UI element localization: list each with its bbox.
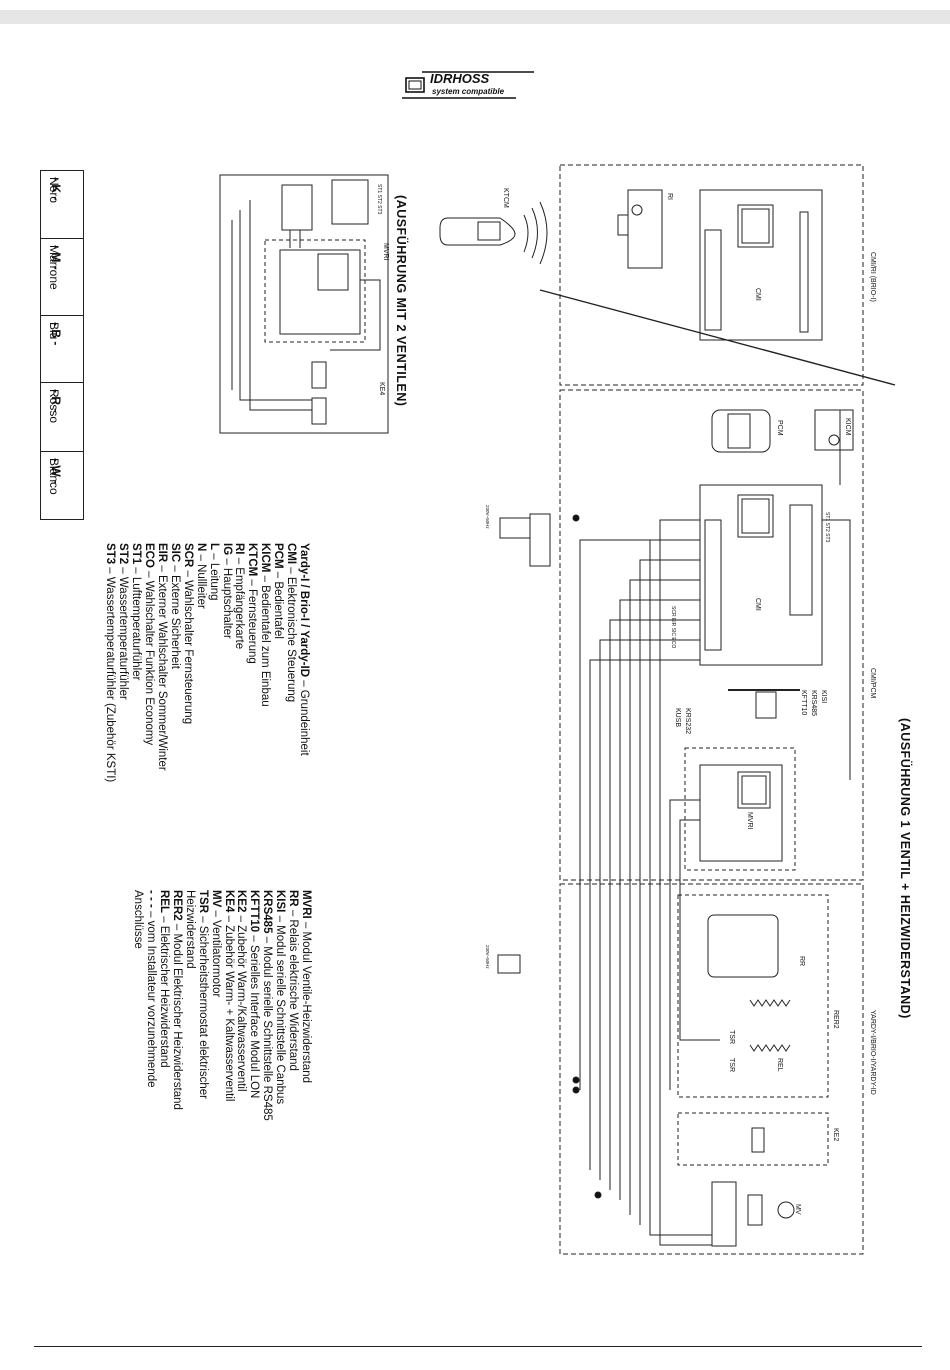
label-st-group-inset: ST1 ST2 ST3 [376,184,382,215]
two-valve-title: (AUSFÜHRUNG MIT 2 VENTILEN) [394,195,408,407]
legend-item: ST3 – Wassertemperaturfühler (Zubehör KS… [104,543,117,783]
bottom-rule [34,1346,922,1347]
label-cmi-top: CMI [754,288,761,301]
label-cmi-pcm: CMI/PCM [869,668,876,699]
legend-item: L – Leitung [207,543,220,601]
wire-color-cell: - K - Nero [41,171,83,239]
legend-item: ECO – Wahlschalter Funktion Economy [143,543,156,746]
rer2-frame [677,894,829,1098]
mv-terminal-block [711,1181,737,1247]
wire-color-name: Nero [47,177,61,204]
label-switch-group: SCR EIR SIC ECO [670,606,676,648]
wire-color-name: Marrone [47,245,61,290]
wire-color-table: - K - Nero - M - Marrone - B - Blu - R -… [40,170,84,520]
label-kusb: KUSB [674,708,681,727]
label-supply-2: 230V~50Hz [485,945,490,969]
label-mv: MV [794,1204,801,1215]
legend-item: Heizwiderstand [183,890,196,969]
legend-right: MVRI – Modul Ventile-Heizwiderstand RR –… [131,890,312,1121]
label-yardy: YARDY-I/BRIO-I/YARDY-ID [869,1010,876,1095]
legend-item: IG – Hauptschalter [220,543,233,639]
cmi-ri-frame [559,164,864,386]
ri-card [627,189,663,269]
legend-item: Yardy-I / Brio-I / Yardy-ID – Grundeinhe… [298,543,310,756]
legend-left: Yardy-I / Brio-I / Yardy-ID – Grundeinhe… [104,543,310,783]
legend-item: Anschlüsse [132,890,145,949]
legend-item: SCR – Wahlschalter Fernsteuerung [181,543,194,725]
label-ke2: KE2 [832,1128,839,1141]
label-kisi: KISI [820,690,827,703]
legend-item: REL – Elektrischer Heizwiderstand [158,890,171,1068]
legend-item: RR – Relais elektrische Widerstand [287,890,300,1071]
legend-item: KFTT10 – Serielles Interface Modul LON [248,890,261,1099]
legend-item: ST2 – Wassertemperaturfühler [117,543,130,700]
kicm-panel [814,409,854,451]
legend-item: SIC – Externe Sicherheit [168,543,181,669]
label-ke4: KE4 [378,382,385,395]
wire-color-cell: - R - Rosso [41,383,83,452]
wire-color-cell: - B - Blu [41,316,83,383]
label-cmi-middle: CMI [754,598,761,611]
mvri-board [699,764,783,862]
label-rer2: RER2 [832,1010,839,1029]
cmi-pcm-frame [559,389,864,881]
rr-relay [707,914,779,978]
label-kftt10: KFTT10 [800,690,807,715]
cmi-board-middle [699,484,823,666]
pcm-panel [711,409,771,453]
label-krs232: KRS232 [684,708,691,734]
legend-item: KRS485 – Modul serielle Schnittstelle RS… [261,890,274,1121]
label-rr: RR [798,956,805,966]
logo-brand: IDRHOSS [430,71,490,86]
label-ktcm: KTCM [502,188,509,208]
idrhoss-logo: IDRHOSS system compatible [402,71,534,99]
ktcm-remote [439,217,516,246]
label-mvri: MVRI [746,812,753,830]
wire-color-name: Blu [47,322,61,340]
mv-motor [777,1201,795,1219]
legend-item: EIR – Externer Wahlschalter Sommer/Winte… [156,543,169,771]
wire-color-cell: - W - Bianco [41,452,83,518]
legend-item: KTCM – Fernsteuerung [246,543,259,664]
legend-item: - - - – vom Installateur vorzunehmende [145,890,158,1088]
wire-color-cell: - M - Marrone [41,239,83,316]
label-krs485: KRS485 [810,690,817,716]
main-title: (AUSFÜHRUNG 1 VENTIL + HEIZWIDERSTAND) [898,718,912,1019]
legend-item: KE4 – Zubehör Warm- + Kaltwasserventil [222,890,235,1102]
mvri-frame [684,747,796,871]
legend-item: CMI – Elektronische Steuerung [285,543,298,703]
wire-color-name: Bianco [47,458,61,495]
label-ri: RI [666,193,673,200]
legend-item: KE2 – Zubehör Warm-/Kaltwasserventil [235,890,248,1092]
legend-item: TSR – Sicherheitsthermostat elektrischer [196,890,209,1099]
label-pcm: PCM [776,420,783,436]
legend-item: PCM – Bedientafel [272,543,285,639]
legend-item: ST1 – Lufttemperaturfühler [130,543,143,681]
legend-item: MVRI – Modul Ventile-Heizwiderstand [300,890,312,1084]
two-valve-inset [219,174,389,434]
cmi-board-top [699,189,823,341]
top-header-bar [0,10,950,24]
label-st-group: ST1 ST2 ST3 [824,512,830,543]
label-rel: REL [776,1058,783,1072]
ke2-frame [677,1112,829,1166]
legend-item: KICM – Bedientafel zum Einbau [259,543,272,707]
label-tsr-1: TSR [728,1030,735,1044]
label-supply-1: 230V~50Hz [485,505,490,529]
yardy-frame [559,883,864,1255]
wire-color-name: Rosso [47,389,61,424]
logo-tagline: system compatible [432,87,505,96]
legend-item: MV – Ventilatormotor [209,890,222,998]
legend-item: RI – Empfängerkarte [233,543,246,650]
label-cmi-ri: CMI/RI (BRIO-I) [869,252,876,302]
label-kicm: KICM [844,418,851,436]
legend-item: N – Nullleiter [194,543,207,609]
legend-item: KISI – Modul serielle Schnittstelle Canb… [274,890,287,1105]
label-tsr-2: TSR [728,1058,735,1072]
legend-item: RER2 – Modul Elektrischer Heizwiderstand [170,890,183,1110]
label-mvri-inset: MVRI [382,243,389,261]
